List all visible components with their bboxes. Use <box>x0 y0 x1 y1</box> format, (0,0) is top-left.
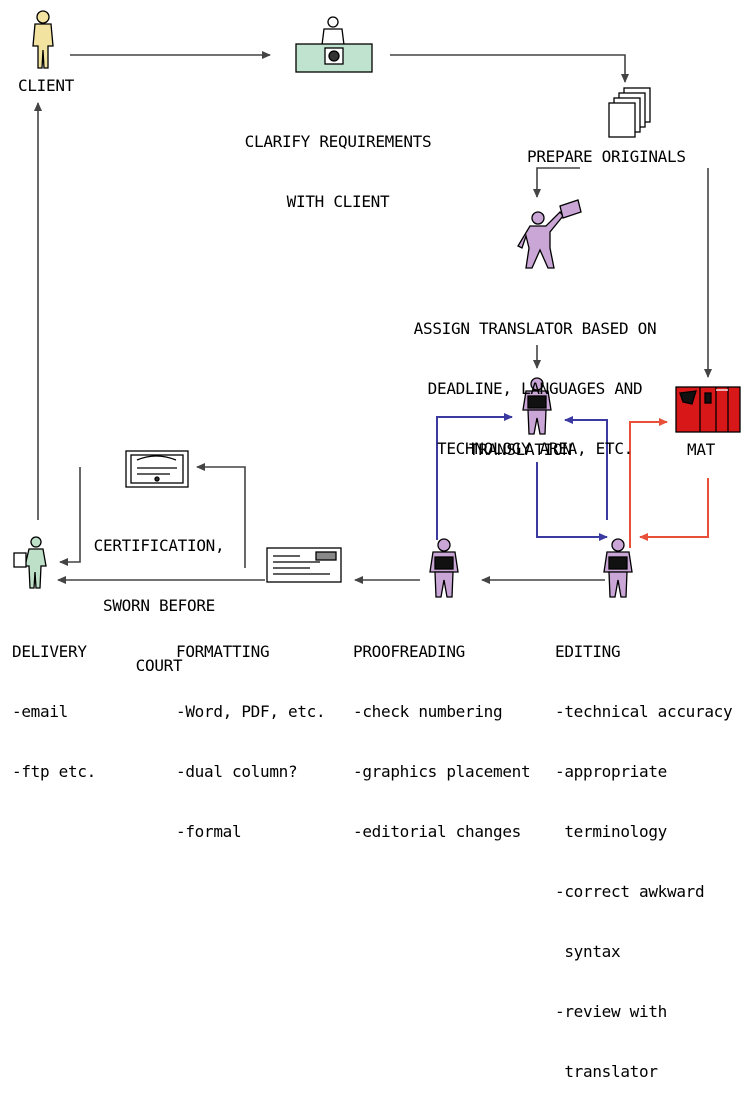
mat-machine-icon <box>675 386 741 433</box>
editing-detail: translator <box>555 1062 658 1081</box>
diagram-graphics <box>13 10 741 598</box>
editing-title: EDITING <box>555 642 621 661</box>
editing-detail: syntax <box>555 942 621 961</box>
formatting-block: FORMATTING -Word, PDF, etc. -dual column… <box>176 602 326 862</box>
proofreading-detail: -check numbering <box>353 702 503 721</box>
editing-block: EDITING -technical accuracy -appropriate… <box>555 602 733 1102</box>
delivery-title: DELIVERY <box>12 642 87 661</box>
mat-label: MAT <box>687 440 715 459</box>
proofreader-figure-icon <box>429 538 459 598</box>
assign-line: ASSIGN TRANSLATOR BASED ON <box>413 319 657 338</box>
delivery-detail: -ftp etc. <box>12 762 96 781</box>
certification-line: SWORN BEFORE <box>103 596 215 615</box>
arrow-prepare-to-assign <box>533 167 580 198</box>
proofreading-block: PROOFREADING -check numbering -graphics … <box>353 602 531 862</box>
editor-figure-icon <box>603 538 633 598</box>
flow-arrows <box>34 51 712 584</box>
formatting-title: FORMATTING <box>176 642 270 661</box>
arrow-clarify-to-prepare <box>390 54 629 83</box>
prepare-label: PREPARE ORIGINALS <box>527 147 686 166</box>
formatting-detail: -dual column? <box>176 762 298 781</box>
document-stack-icon <box>608 87 651 138</box>
delivery-figure-icon <box>13 536 47 589</box>
translator-figure-icon <box>522 377 552 435</box>
certification-label: CERTIFICATION, SWORN BEFORE COURT <box>84 496 234 696</box>
check-document-icon <box>266 547 342 583</box>
arrow-editing-to-mat <box>629 418 668 548</box>
arrow-proofreading-to-translation <box>436 413 513 540</box>
manager-figure-icon <box>517 199 582 269</box>
editing-detail: -technical accuracy <box>555 702 733 721</box>
arrow-editing-to-translation <box>564 416 608 520</box>
client-label: CLIENT <box>18 76 74 95</box>
clarify-line: WITH CLIENT <box>286 192 390 211</box>
delivery-detail: -email <box>12 702 68 721</box>
desk-person-icon <box>295 16 373 73</box>
clarify-line: CLARIFY REQUIREMENTS <box>244 132 432 151</box>
assign-label: ASSIGN TRANSLATOR BASED ON DEADLINE, LAN… <box>378 279 692 479</box>
blue-loop <box>436 413 608 541</box>
assign-line: TECHNOLOGY AREA, ETC. <box>437 439 633 458</box>
editing-detail: -appropriate <box>555 762 667 781</box>
workflow-diagram: CLIENT CLARIFY REQUIREMENTS WITH CLIENT … <box>12 10 741 1081</box>
certificate-icon <box>125 450 189 488</box>
certification-line: COURT <box>135 656 183 675</box>
proofreading-title: PROOFREADING <box>353 642 465 661</box>
proofreading-detail: -editorial changes <box>353 822 521 841</box>
arrow-mat-to-editing <box>639 478 709 541</box>
editing-detail: -correct awkward <box>555 882 705 901</box>
red-loop <box>629 418 709 548</box>
client-figure-icon <box>32 10 54 69</box>
certification-line: CERTIFICATION, <box>93 536 225 555</box>
editing-detail: terminology <box>555 822 667 841</box>
proofreading-detail: -graphics placement <box>353 762 531 781</box>
arrow-certification-to-delivery <box>59 467 81 566</box>
translation-label: TRANSLATION <box>469 440 572 459</box>
clarify-label: CLARIFY REQUIREMENTS WITH CLIENT <box>218 92 458 232</box>
editing-detail: -review with <box>555 1002 667 1021</box>
assign-line: DEADLINE, LANGUAGES AND <box>427 379 643 398</box>
arrow-translation-to-editing <box>536 462 608 541</box>
formatting-detail: -Word, PDF, etc. <box>176 702 326 721</box>
delivery-block: DELIVERY -email -ftp etc. <box>12 602 96 802</box>
formatting-detail: -formal <box>176 822 242 841</box>
arrow-formatting-to-certification <box>196 463 246 568</box>
